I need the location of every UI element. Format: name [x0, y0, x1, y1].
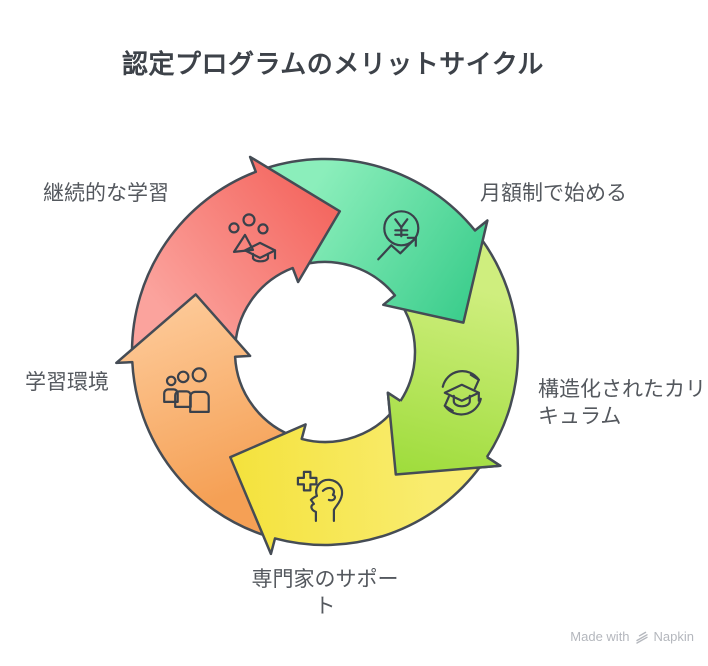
label-continuous-learning: 継続的な学習 — [43, 182, 169, 205]
brand-text: Napkin — [653, 629, 694, 644]
celebration-graduation-icon — [228, 213, 277, 263]
curriculum-cycle-icon — [441, 370, 482, 416]
arrow-head-outline-lime — [386, 391, 502, 476]
arrow-head-lime — [387, 392, 501, 475]
expert-support-icon — [296, 470, 344, 522]
label-expert-support: 専門家のサポート — [251, 568, 399, 618]
label-monthly-plan: 月額制で始める — [480, 182, 627, 205]
label-structured-curriculum: 構造化されたカリキュラム — [538, 378, 706, 428]
napkin-logo-icon — [635, 631, 648, 644]
label-learning-environment: 学習環境 — [25, 371, 109, 394]
yen-growth-icon — [377, 210, 420, 261]
napkin-badge[interactable]: Made with Napkin — [570, 629, 694, 644]
made-with-text: Made with — [570, 629, 630, 644]
people-group-icon — [163, 367, 210, 413]
page-title: 認定プログラムのメリットサイクル — [122, 49, 544, 79]
